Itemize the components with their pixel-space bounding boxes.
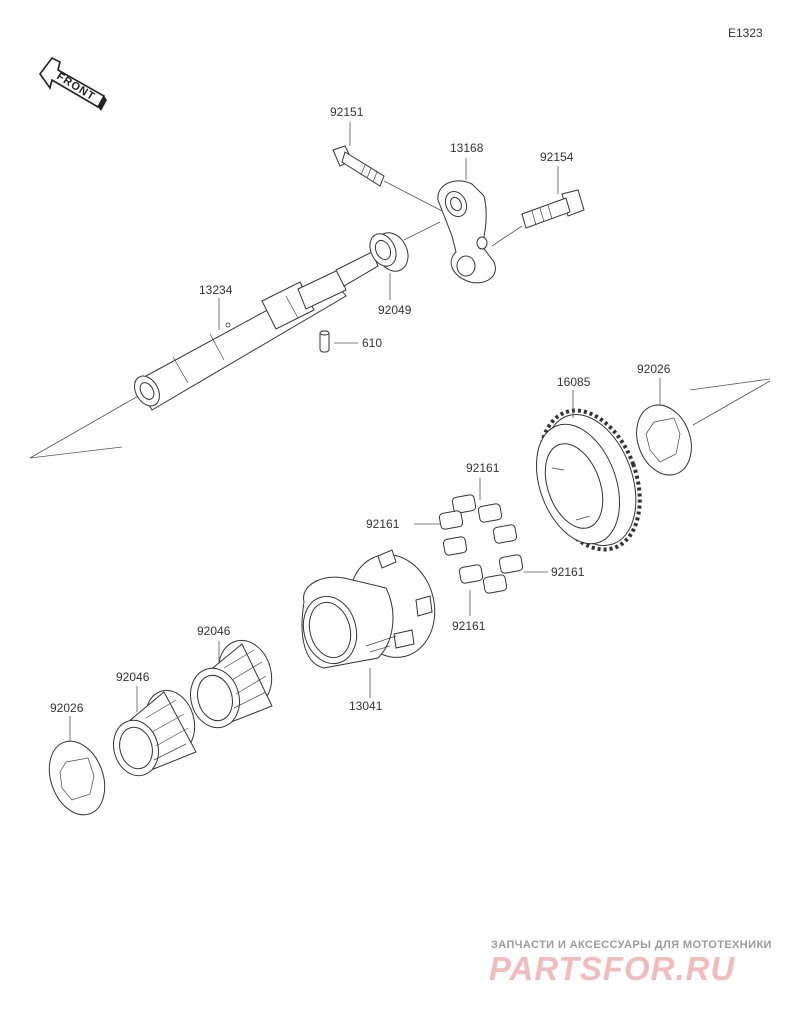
label-16085: 16085 [557, 375, 591, 389]
label-92161-bottom: 92161 [452, 619, 486, 633]
label-92046-lower: 92046 [116, 670, 150, 684]
label-92154: 92154 [540, 150, 574, 164]
watermark-logo: PARTSFOR.RU [489, 950, 736, 987]
gear-16085 [535, 408, 642, 552]
label-92026-left: 92026 [50, 701, 84, 715]
label-92161-left: 92161 [366, 517, 400, 531]
seal-92049 [369, 232, 409, 272]
label-92161-right: 92161 [551, 565, 585, 579]
clutch-13041 [301, 549, 436, 669]
label-13168: 13168 [450, 141, 484, 155]
label-13041: 13041 [349, 699, 383, 713]
roller-cage-92161 [438, 494, 524, 594]
bolt-92151 [332, 145, 385, 187]
label-610: 610 [362, 336, 382, 350]
label-92046-upper: 92046 [197, 624, 231, 638]
arm-13168 [437, 180, 496, 284]
washer-92026-left [48, 740, 106, 816]
label-92049: 92049 [378, 303, 412, 317]
label-92151: 92151 [330, 105, 364, 119]
front-arrow-icon: FRONT [39, 56, 107, 111]
bearing-92046-lower [113, 689, 197, 777]
diagram-code: E1323 [728, 26, 763, 40]
washer-92026-right [636, 404, 692, 476]
label-92026-right: 92026 [637, 362, 671, 376]
label-13234: 13234 [199, 283, 233, 297]
pin-610 [319, 330, 330, 353]
watermark-tagline: ЗАПЧАСТИ И АКСЕССУАРЫ ДЛЯ МОТОТЕХНИКИ [491, 939, 772, 951]
bearing-92046-upper [190, 639, 273, 729]
front-label: FRONT [54, 70, 97, 103]
label-92161-top: 92161 [466, 461, 500, 475]
shaft-13234 [29, 251, 379, 459]
bolt-92154 [521, 189, 585, 229]
